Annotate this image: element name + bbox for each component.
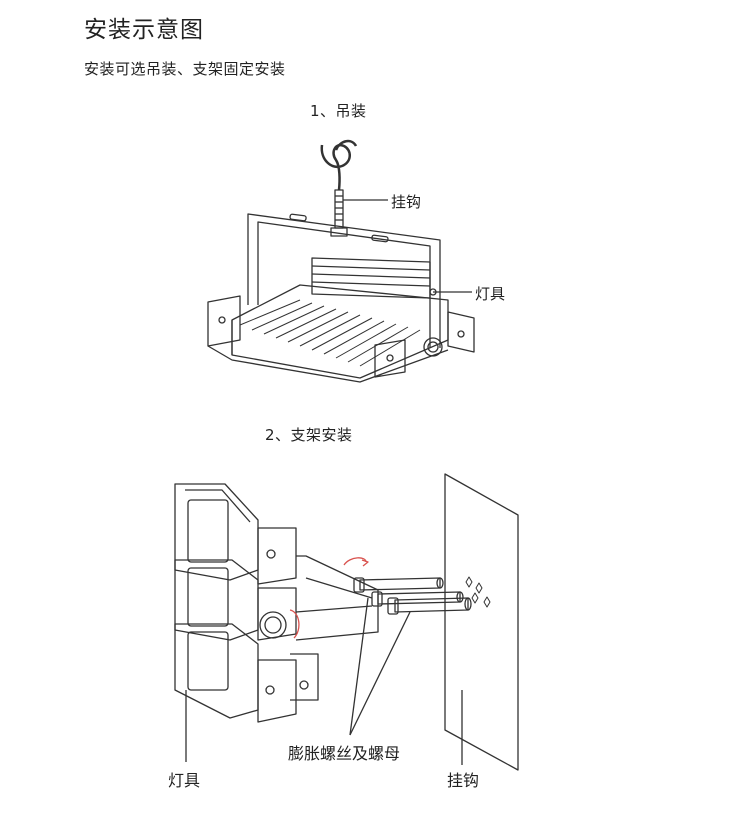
lamp-module-middle [174,559,297,641]
lamp-module-top [174,483,297,585]
label-expansion-screws: 膨胀螺丝及螺母 [288,744,401,763]
lamp-connector [259,611,287,639]
section-heading-bracket: 2、支架安装 [265,426,353,444]
page-subtitle: 安装可选吊装、支架固定安装 [84,60,286,78]
expansion-screws [353,577,472,615]
label-lamp-hanging: 灯具 [475,285,506,303]
hook-icon [320,143,351,191]
label-lamp-bracket: 灯具 [168,771,201,790]
label-hook-hanging: 挂钩 [391,193,422,211]
lamp-module-bottom [174,623,319,723]
label-hook-bracket: 挂钩 [447,771,480,790]
page-title: 安装示意图 [84,17,204,43]
section-heading-hanging: 1、吊装 [310,102,367,120]
wall-panel [444,473,519,771]
